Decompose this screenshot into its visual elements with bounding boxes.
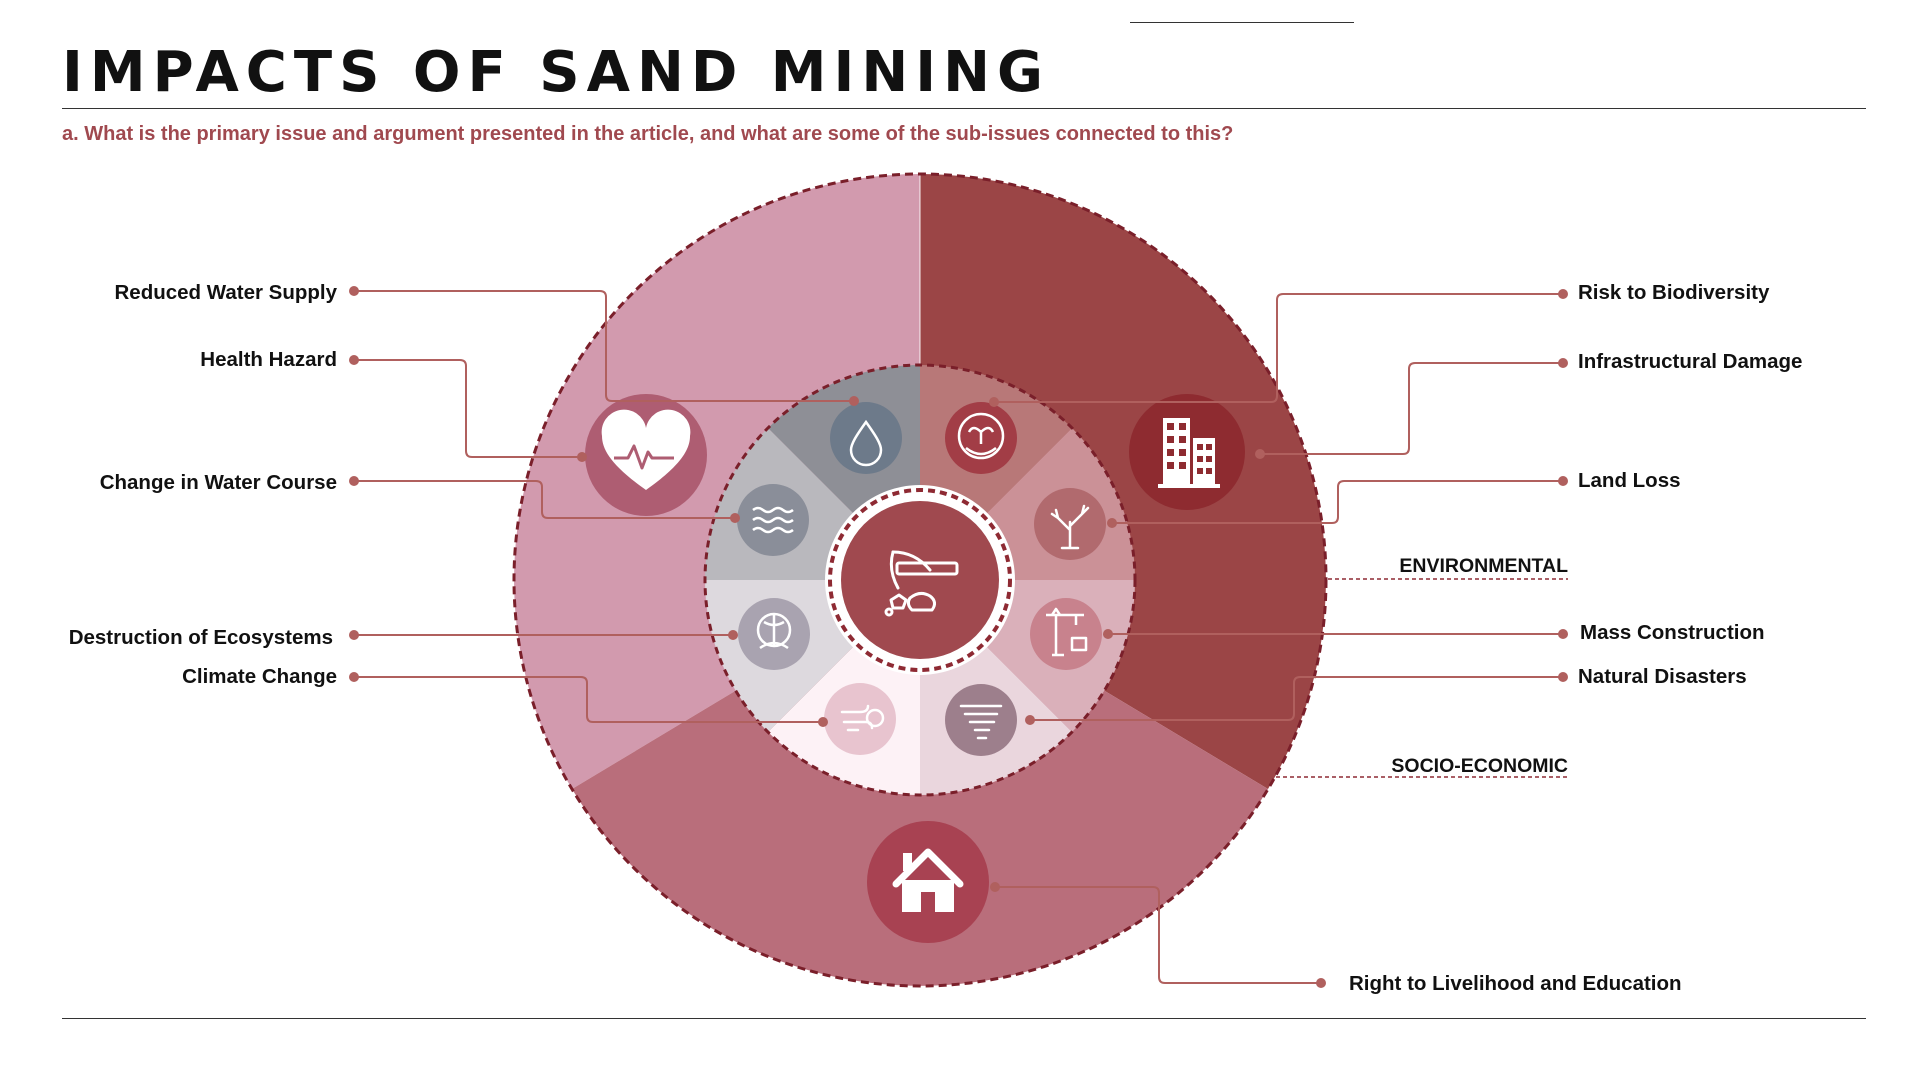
waves-icon — [737, 484, 809, 556]
question-text: a. What is the primary issue and argumen… — [62, 123, 1234, 145]
label-health-hazard: Health Hazard — [200, 348, 337, 371]
category-environmental: ENVIRONMENTAL — [1399, 555, 1568, 577]
label-risk-to-biodiversity: Risk to Biodiversity — [1578, 281, 1770, 304]
water-drop-icon — [830, 402, 902, 474]
title-underline — [62, 108, 1866, 109]
hands-plant-icon — [945, 402, 1017, 474]
label-mass-construction: Mass Construction — [1580, 621, 1765, 644]
crane-icon — [1030, 598, 1102, 670]
label-destruction-of-ecosystems: Destruction of Ecosystems — [69, 626, 333, 649]
label-infrastructural-damage: Infrastructural Damage — [1578, 350, 1802, 373]
inner-dashed-ring — [703, 363, 1137, 797]
wind-icon — [824, 683, 896, 755]
page-title: IMPACTS OF SAND MINING — [62, 40, 1050, 105]
bottom-divider — [62, 1018, 1866, 1019]
tornado-icon — [945, 684, 1017, 756]
ecosystem-icon — [738, 598, 810, 670]
connectors — [352, 290, 1563, 984]
label-change-in-water-course: Change in Water Course — [100, 471, 337, 494]
label-climate-change: Climate Change — [182, 665, 337, 688]
house-icon — [867, 821, 989, 943]
label-right-to-livelihood: Right to Livelihood and Education — [1349, 972, 1682, 995]
top-divider — [1130, 22, 1354, 23]
label-reduced-water-supply: Reduced Water Supply — [115, 281, 338, 304]
connector-dots — [349, 286, 1568, 988]
pickaxe-icon — [884, 550, 959, 617]
dead-tree-icon — [1034, 488, 1106, 560]
category-socio-economic: SOCIO-ECONOMIC — [1391, 755, 1568, 777]
building-icon — [1129, 394, 1245, 510]
label-natural-disasters: Natural Disasters — [1578, 665, 1747, 688]
heartbeat-icon — [585, 394, 707, 516]
label-land-loss: Land Loss — [1578, 469, 1681, 492]
outer-dashed-ring — [512, 172, 1328, 988]
